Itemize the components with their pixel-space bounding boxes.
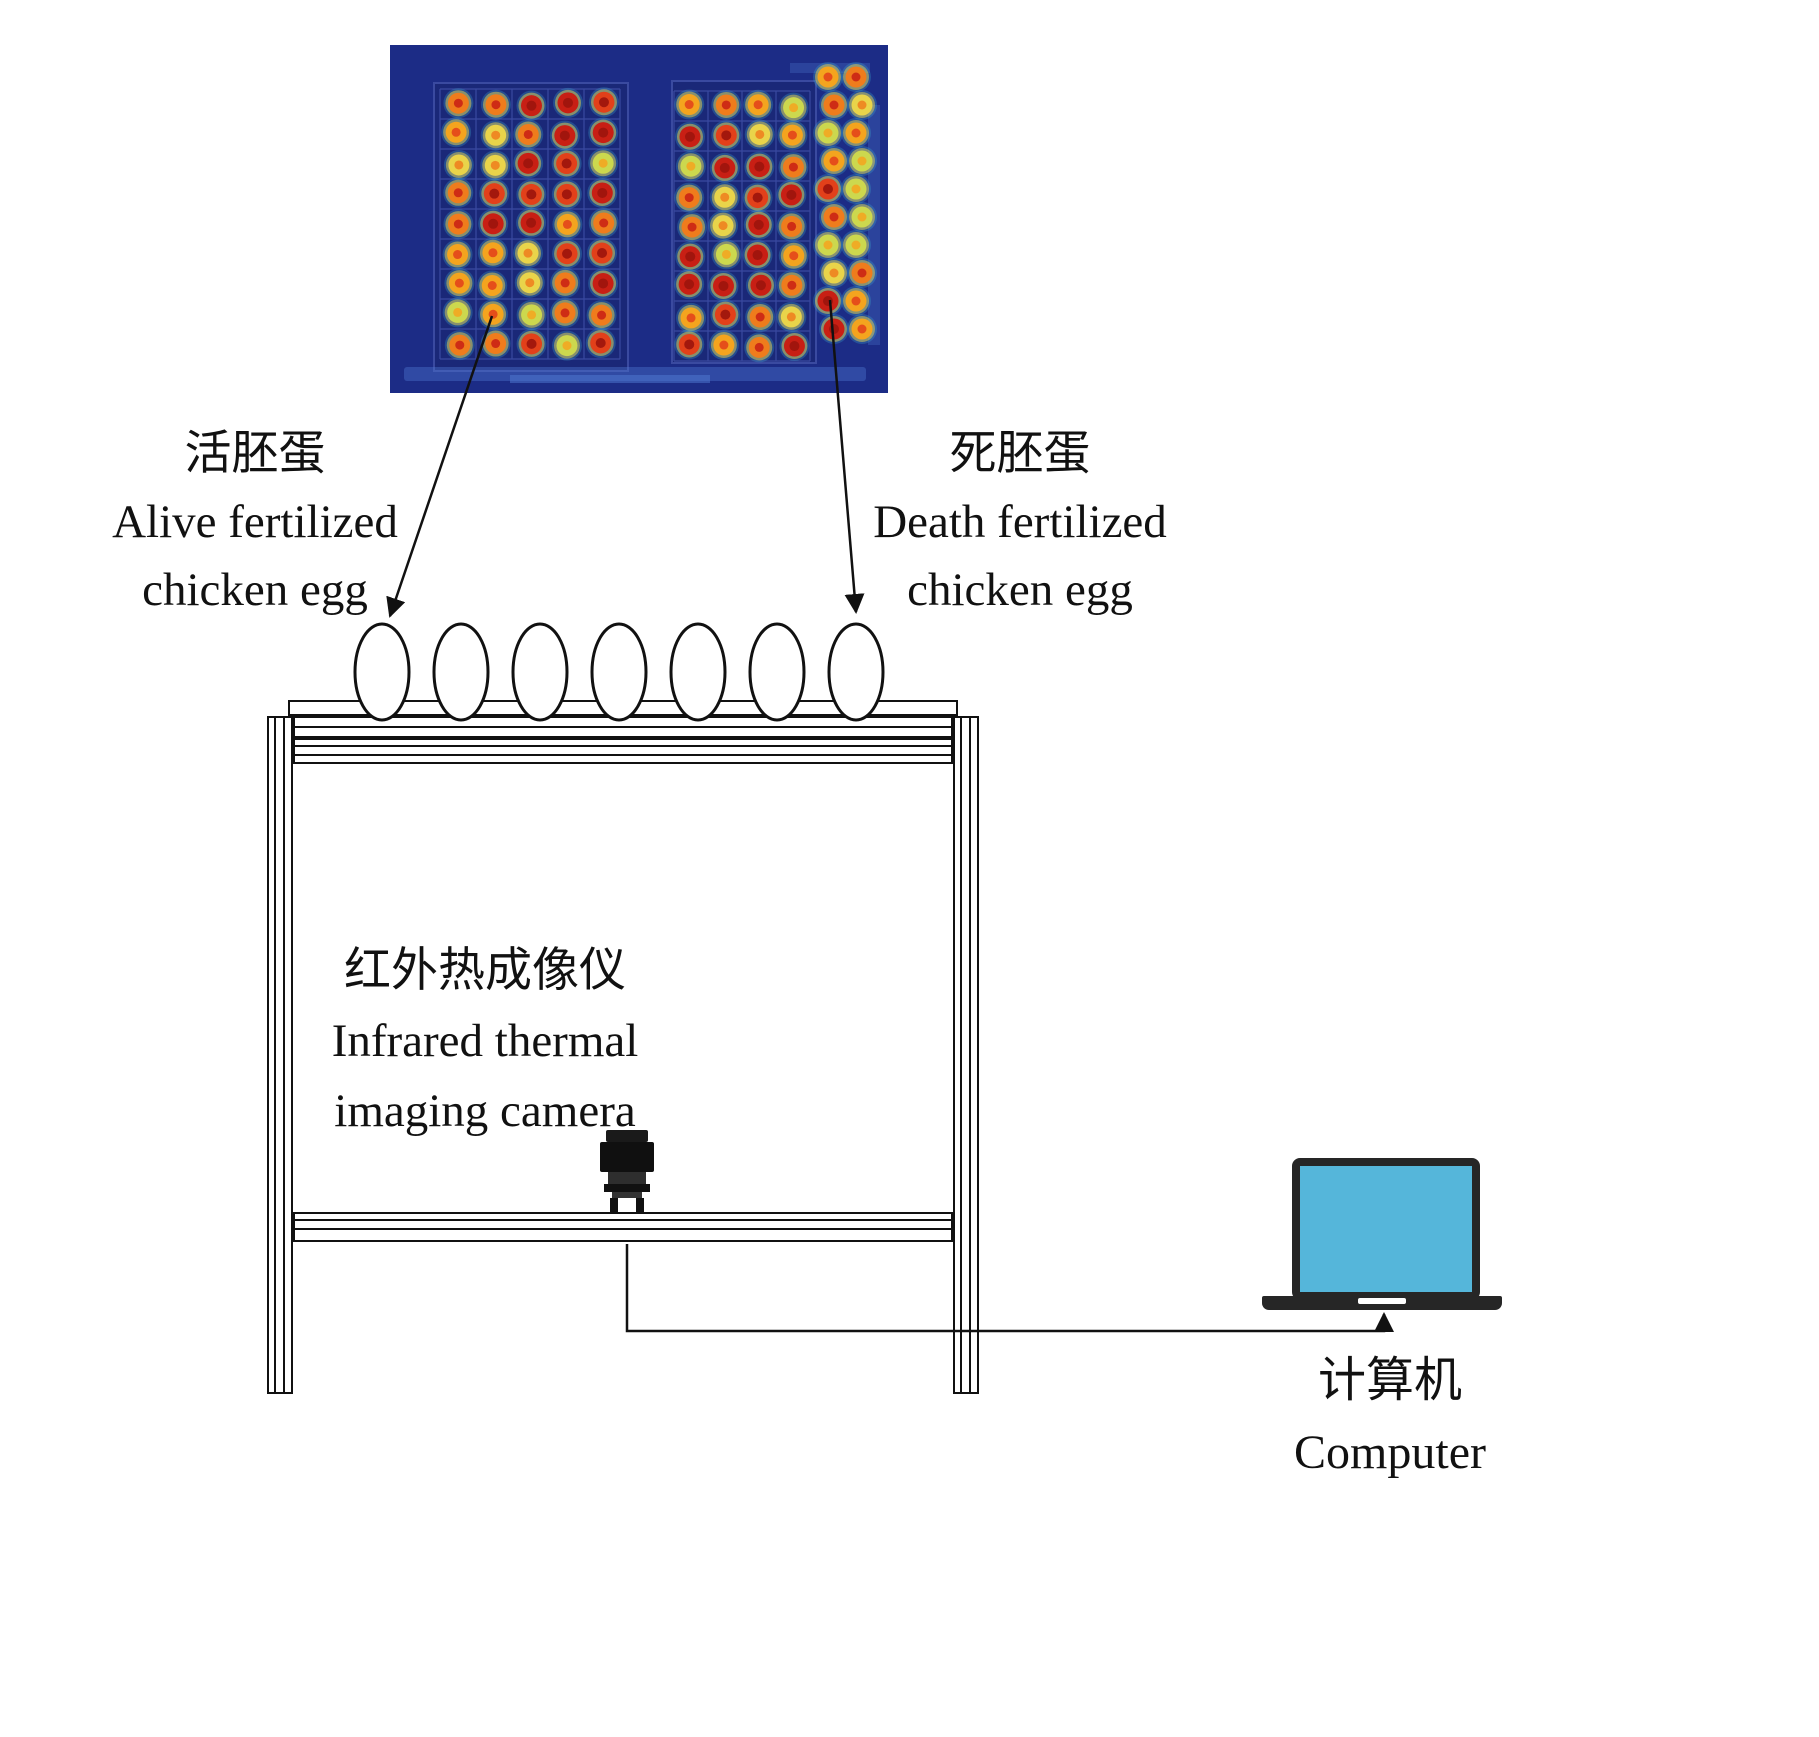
camera-label: 红外热成像仪 Infrared thermal imaging camera [300, 936, 670, 1146]
dead-egg-label: 死胚蛋 Death fertilized chicken egg [830, 420, 1210, 624]
camera-top-knob [606, 1130, 648, 1142]
laptop-screen [1292, 1158, 1480, 1300]
camera-foot-left [610, 1198, 618, 1212]
table-top-plate [288, 700, 958, 716]
camera-lens-ring [604, 1184, 650, 1192]
alive-egg-label-zh: 活胚蛋 [184, 428, 326, 480]
dead-egg-label-en1: Death fertilized [873, 496, 1167, 548]
computer-label-en: Computer [1294, 1426, 1486, 1479]
dead-egg-label-en2: chicken egg [907, 564, 1133, 616]
camera-foot-right [636, 1198, 644, 1212]
alive-egg-label: 活胚蛋 Alive fertilized chicken egg [40, 420, 470, 624]
camera-label-en2: imaging camera [334, 1085, 636, 1137]
laptop-notch [1358, 1298, 1406, 1304]
camera-mount [612, 1192, 642, 1198]
cable-camera-to-computer [625, 1244, 1394, 1333]
table-leg-right [953, 716, 979, 1394]
laptop-base [1262, 1296, 1502, 1310]
table-rail-upper [293, 716, 953, 738]
table-leg-left [267, 716, 293, 1394]
thermal-camera-icon [596, 1130, 658, 1214]
camera-body [600, 1142, 654, 1172]
dead-egg-label-zh: 死胚蛋 [949, 428, 1091, 480]
alive-egg-label-en1: Alive fertilized [112, 496, 398, 548]
computer-label-zh: 计算机 [1317, 1354, 1462, 1407]
camera-label-en1: Infrared thermal [331, 1015, 639, 1067]
computer-label: 计算机 Computer [1270, 1345, 1510, 1489]
table-rail-lower [293, 738, 953, 764]
camera-lens [608, 1172, 646, 1184]
thermal-egg-blobs [404, 62, 880, 383]
alive-egg-label-en2: chicken egg [142, 564, 368, 616]
camera-beam [293, 1212, 953, 1242]
camera-label-zh: 红外热成像仪 [344, 945, 626, 997]
thermal-image [390, 45, 888, 393]
